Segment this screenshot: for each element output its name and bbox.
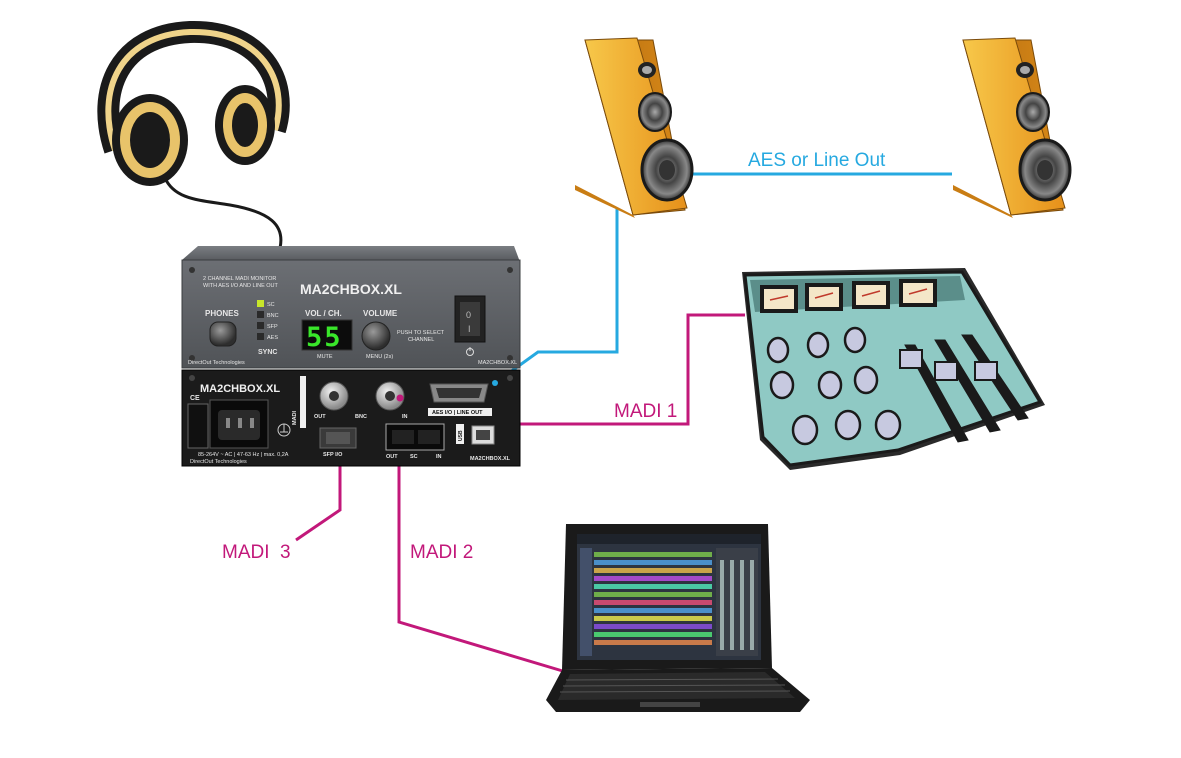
- sync-leds: SC BNC SFP AES SYNC: [257, 300, 279, 356]
- usb-label: USB: [458, 430, 464, 441]
- bnc-out-label: OUT: [314, 414, 326, 420]
- speaker-icon: [953, 37, 1072, 218]
- bnc-in-label: IN: [402, 414, 408, 420]
- rear-brand: MA2CHBOX.XL: [200, 383, 280, 395]
- sc-in-label: IN: [436, 454, 442, 460]
- ce-label: CE: [190, 395, 200, 402]
- vol-ch-label: VOL / CH.: [305, 309, 342, 318]
- push-label-1: PUSH TO SELECT: [397, 330, 445, 336]
- rear-maker: DirectOut Technologies: [190, 459, 247, 465]
- svg-text:I: I: [468, 324, 471, 334]
- power-spec: 85-264V ~ AC | 47-63 Hz | max. 0,2A: [198, 452, 289, 458]
- sync-item-sfp: SFP: [267, 324, 278, 330]
- sfp-io-label: SFP I/O: [323, 452, 343, 458]
- madi-label: MADI: [292, 410, 298, 425]
- front-model-tag: MA2CHBOX.XL: [478, 360, 517, 366]
- sync-item-sc: SC: [267, 302, 275, 308]
- phones-jack[interactable]: [209, 321, 237, 347]
- madi-2-label: MADI 2: [410, 542, 473, 563]
- push-label-2: CHANNEL: [408, 337, 434, 343]
- sc-out-label: OUT: [386, 454, 398, 460]
- front-subtitle-1: 2 CHANNEL MADI MONITOR: [203, 276, 276, 282]
- bnc-label: BNC: [355, 414, 367, 420]
- sc-label: SC: [410, 454, 418, 460]
- speaker-icon: [575, 37, 694, 218]
- aes-line-out-label: AES or Line Out: [748, 150, 886, 171]
- menu-label: MENU (2s): [366, 354, 393, 360]
- volume-knob[interactable]: [361, 321, 391, 351]
- sync-item-bnc: BNC: [267, 313, 279, 319]
- front-brand: MA2CHBOX.XL: [300, 281, 402, 297]
- madi-3-label: MADI 3: [222, 542, 291, 563]
- laptop-icon: [546, 524, 810, 712]
- svg-text:0: 0: [466, 310, 471, 320]
- front-maker: DirectOut Technologies: [188, 360, 245, 366]
- madi-1-label: MADI 1: [614, 401, 677, 422]
- front-subtitle-2: WITH AES I/O AND LINE OUT: [203, 283, 279, 289]
- mixing-console-icon: [742, 268, 1045, 470]
- volume-label: VOLUME: [363, 309, 398, 318]
- device-front-panel: 2 CHANNEL MADI MONITOR WITH AES I/O AND …: [181, 246, 521, 369]
- sync-label: SYNC: [258, 349, 277, 356]
- rear-model-tag: MA2CHBOX.XL: [470, 456, 511, 462]
- headphones-icon: [97, 20, 290, 249]
- sync-item-aes: AES: [267, 335, 278, 341]
- device-rear-panel: MA2CHBOX.XL CE 85-264V ~ AC | 47-63 Hz |…: [181, 369, 521, 467]
- power-icon: [466, 347, 474, 356]
- channel-display: 55: [306, 322, 343, 353]
- mute-label: MUTE: [317, 354, 333, 360]
- phones-label: PHONES: [205, 309, 239, 318]
- aes-io-label: AES I/O | LINE OUT: [432, 410, 483, 416]
